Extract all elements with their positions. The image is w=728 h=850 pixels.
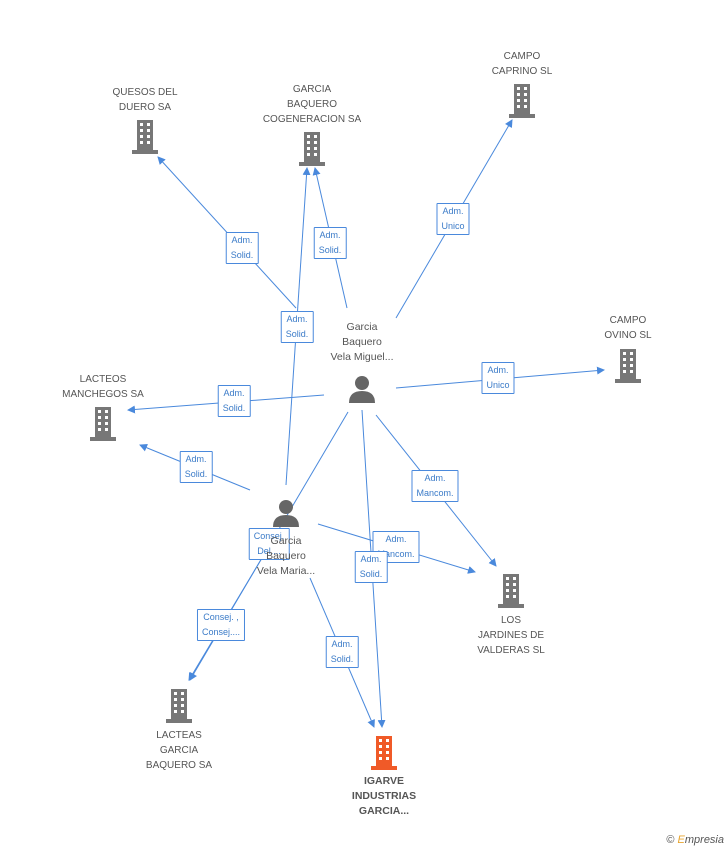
edge-label-maria-manchegos[interactable]: Adm. Solid. [179,451,213,483]
node-label-igarve[interactable]: IGARVE INDUSTRIAS GARCIA... [351,775,417,817]
building-icon-caprino[interactable] [509,84,535,118]
edge-label-miguel-igarve[interactable]: Adm. Solid. [354,551,388,583]
copyright-symbol: © [666,834,675,846]
edge-label-maria-lacteas[interactable]: Consej. , Consej.... [196,609,246,641]
edge-label-miguel-caprino[interactable]: Adm. Unico [436,203,470,235]
node-label-maria[interactable]: Garcia Baquero Vela Maria... [256,535,316,577]
building-icon-manchegos[interactable] [90,407,116,441]
edge-label-miguel-manchegos[interactable]: Adm. Solid. [217,385,251,417]
building-icon-jardines[interactable] [498,574,524,608]
person-icon-miguel[interactable] [349,376,375,403]
node-label-cogeneracion[interactable]: GARCIA BAQUERO COGENERACION SA [262,84,362,125]
building-icon-igarve[interactable] [371,736,397,770]
brand-logo-text: mpresia [684,834,724,846]
edge-label-maria-cogeneracion[interactable]: Adm. Solid. [280,311,314,343]
building-icon-lacteas[interactable] [166,689,192,723]
node-label-ovino[interactable]: CAMPO OVINO SL [604,315,652,341]
node-label-miguel[interactable]: Garcia Baquero Vela Miguel... [330,321,394,363]
building-icon-ovino[interactable] [615,349,641,383]
node-label-lacteas[interactable]: LACTEAS GARCIA BAQUERO SA [145,730,213,771]
node-label-jardines[interactable]: LOS JARDINES DE VALDERAS SL [477,615,545,656]
edge-label-miguel-jardines[interactable]: Adm. Mancom. [411,470,459,502]
node-label-caprino[interactable]: CAMPO CAPRINO SL [491,51,553,77]
node-label-quesos[interactable]: QUESOS DEL DUERO SA [112,87,178,113]
building-icon-quesos[interactable] [132,120,158,154]
edge-label-miguel-cogeneracion[interactable]: Adm. Solid. [313,227,347,259]
edge-label-miguel-quesos[interactable]: Adm. Solid. [225,232,259,264]
edge-label-miguel-ovino[interactable]: Adm. Unico [481,362,515,394]
node-label-manchegos[interactable]: LACTEOS MANCHEGOS SA [62,374,144,400]
building-icon-cogeneracion[interactable] [299,132,325,166]
brand-logo-initial: E [677,834,685,846]
edge-label-miguel-lacteas[interactable]: Consej. Del.... [248,528,290,560]
person-icon-maria[interactable] [273,500,299,527]
copyright-footer: © Empresia [666,834,724,846]
edge-label-maria-igarve[interactable]: Adm. Solid. [325,636,359,668]
